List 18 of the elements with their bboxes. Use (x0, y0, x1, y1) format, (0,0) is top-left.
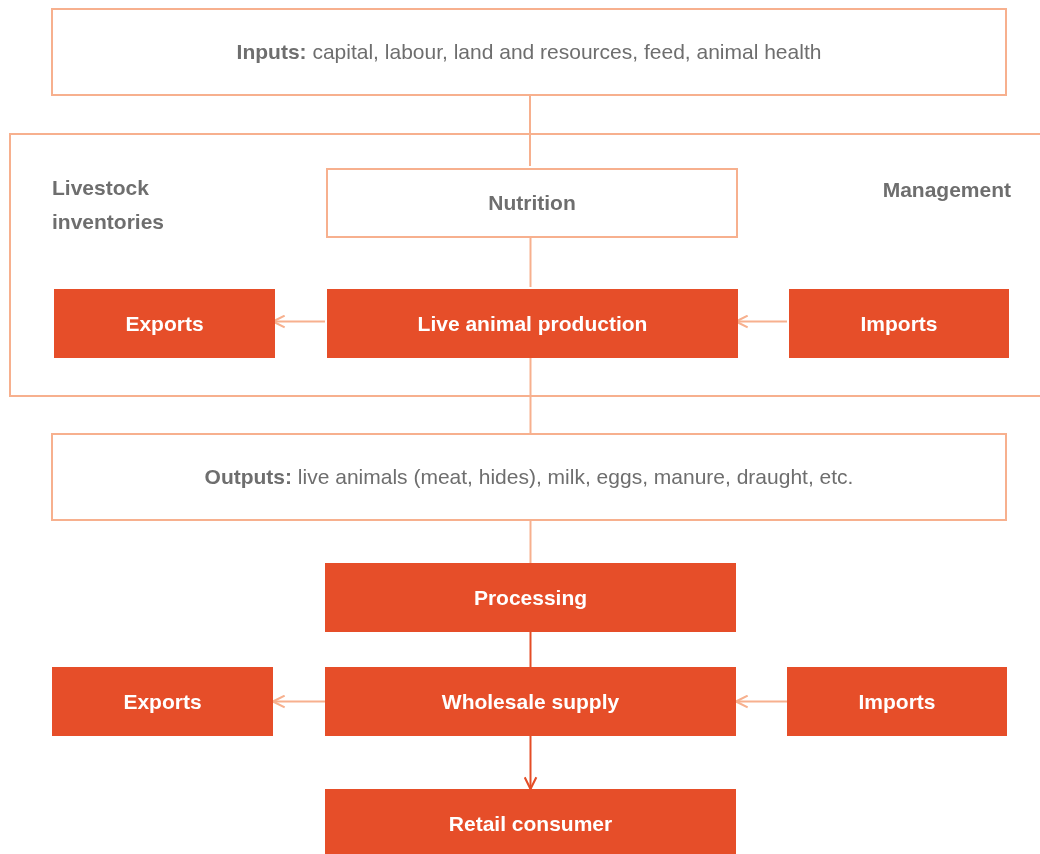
connector-line (529, 95, 531, 167)
process-box: Retail consumer (325, 789, 736, 854)
process-box: Imports (789, 289, 1009, 358)
group-label: Livestock inventories (52, 175, 166, 235)
process-box: Inputs: capital, labour, land and resources, feed, animal health (51, 8, 1007, 96)
group-frame (9, 133, 1040, 397)
connector-line (529, 520, 532, 564)
arrow (523, 735, 538, 791)
process-box: Outputs: live animals (meat, hides), milk, eggs, manure, draught, etc. (51, 433, 1007, 521)
process-box: Exports (52, 667, 273, 736)
connector-line (529, 631, 532, 668)
group-label: Management (882, 177, 1011, 203)
process-box: Nutrition (326, 168, 738, 238)
process-box: Imports (787, 667, 1007, 736)
process-box: Live animal production (327, 289, 738, 358)
process-box: Processing (325, 563, 736, 632)
process-box: Exports (54, 289, 275, 358)
process-box: Wholesale supply (325, 667, 736, 736)
